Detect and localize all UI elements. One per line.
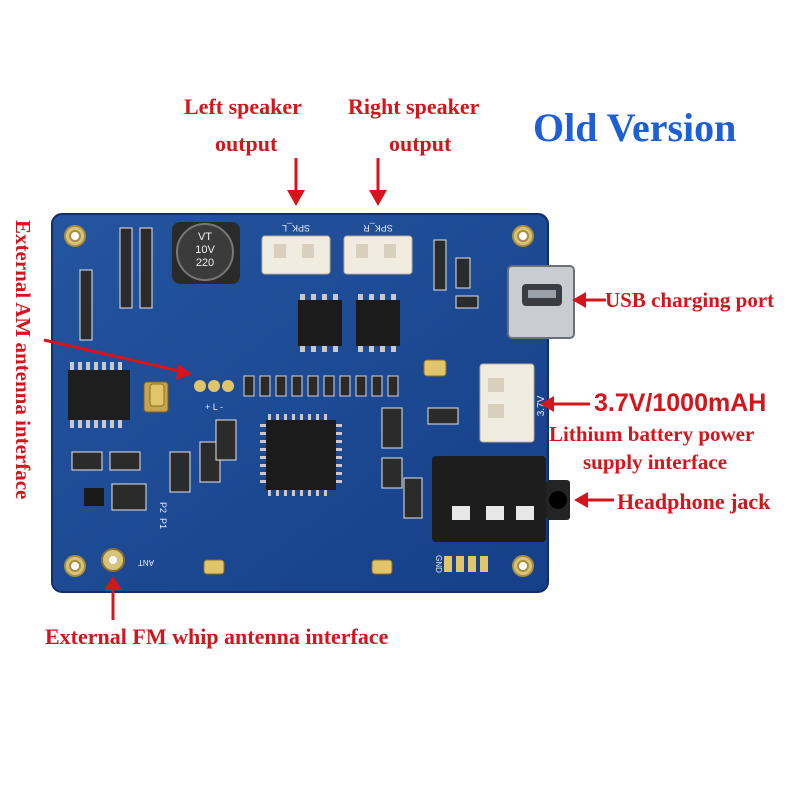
silk-battery: 3.7V: [536, 395, 547, 416]
transistor: [84, 488, 104, 506]
mcu-chip: [260, 414, 342, 496]
amp-chip-pins: [300, 294, 396, 352]
battery-connector: 3.7V: [479, 363, 547, 443]
capacitor-text-capacitance: 220: [196, 257, 214, 269]
battery-spec-label: 3.7V/1000mAH: [594, 389, 767, 417]
am-antenna-pads: + L -: [194, 380, 234, 412]
passive-components: [71, 227, 479, 519]
am-antenna-label: External AM antenna interface: [11, 220, 35, 500]
right-speaker-label: Right speaker: [348, 94, 480, 119]
electrolytic-capacitor: VT 10V 220: [172, 222, 240, 284]
battery-line2-label: supply interface: [583, 450, 728, 474]
usb-micro-port: [507, 265, 575, 339]
solder-jumpers: [149, 359, 447, 575]
amplifier-chips: [298, 300, 400, 346]
silk-p1: P1: [158, 518, 168, 529]
capacitor-text-vt: VT: [198, 231, 212, 243]
version-title: Old Version: [533, 105, 737, 150]
silk-gnd: GND: [434, 555, 443, 573]
headphone-jack: [432, 456, 570, 542]
silk-am-pads: + L -: [205, 402, 223, 412]
radio-ic-chip: [68, 362, 130, 428]
capacitor-text-voltage: 10V: [195, 244, 215, 256]
fm-antenna-hole: ANT: [101, 548, 154, 572]
annotation-arrows: [43, 158, 614, 620]
fm-antenna-label: External FM whip antenna interface: [45, 624, 389, 649]
silk-spk-r: SPK_R: [363, 223, 393, 233]
silk-spk-l: SPK_L: [282, 223, 310, 233]
right-speaker-connector: SPK_R: [343, 223, 413, 275]
right-output-label: output: [389, 131, 452, 156]
silk-p2: P2: [158, 502, 168, 513]
left-output-label: output: [215, 131, 278, 156]
mounting-holes: [64, 225, 534, 577]
headphone-jack-label: Headphone jack: [617, 489, 771, 514]
left-speaker-connector: SPK_L: [261, 223, 331, 275]
usb-charging-label: USB charging port: [605, 288, 775, 312]
silk-ant: ANT: [138, 558, 154, 567]
gnd-header: GND: [434, 555, 488, 573]
battery-line1-label: Lithium battery power: [549, 422, 755, 446]
left-speaker-label: Left speaker: [184, 94, 302, 119]
smd-component-row: [243, 375, 399, 397]
